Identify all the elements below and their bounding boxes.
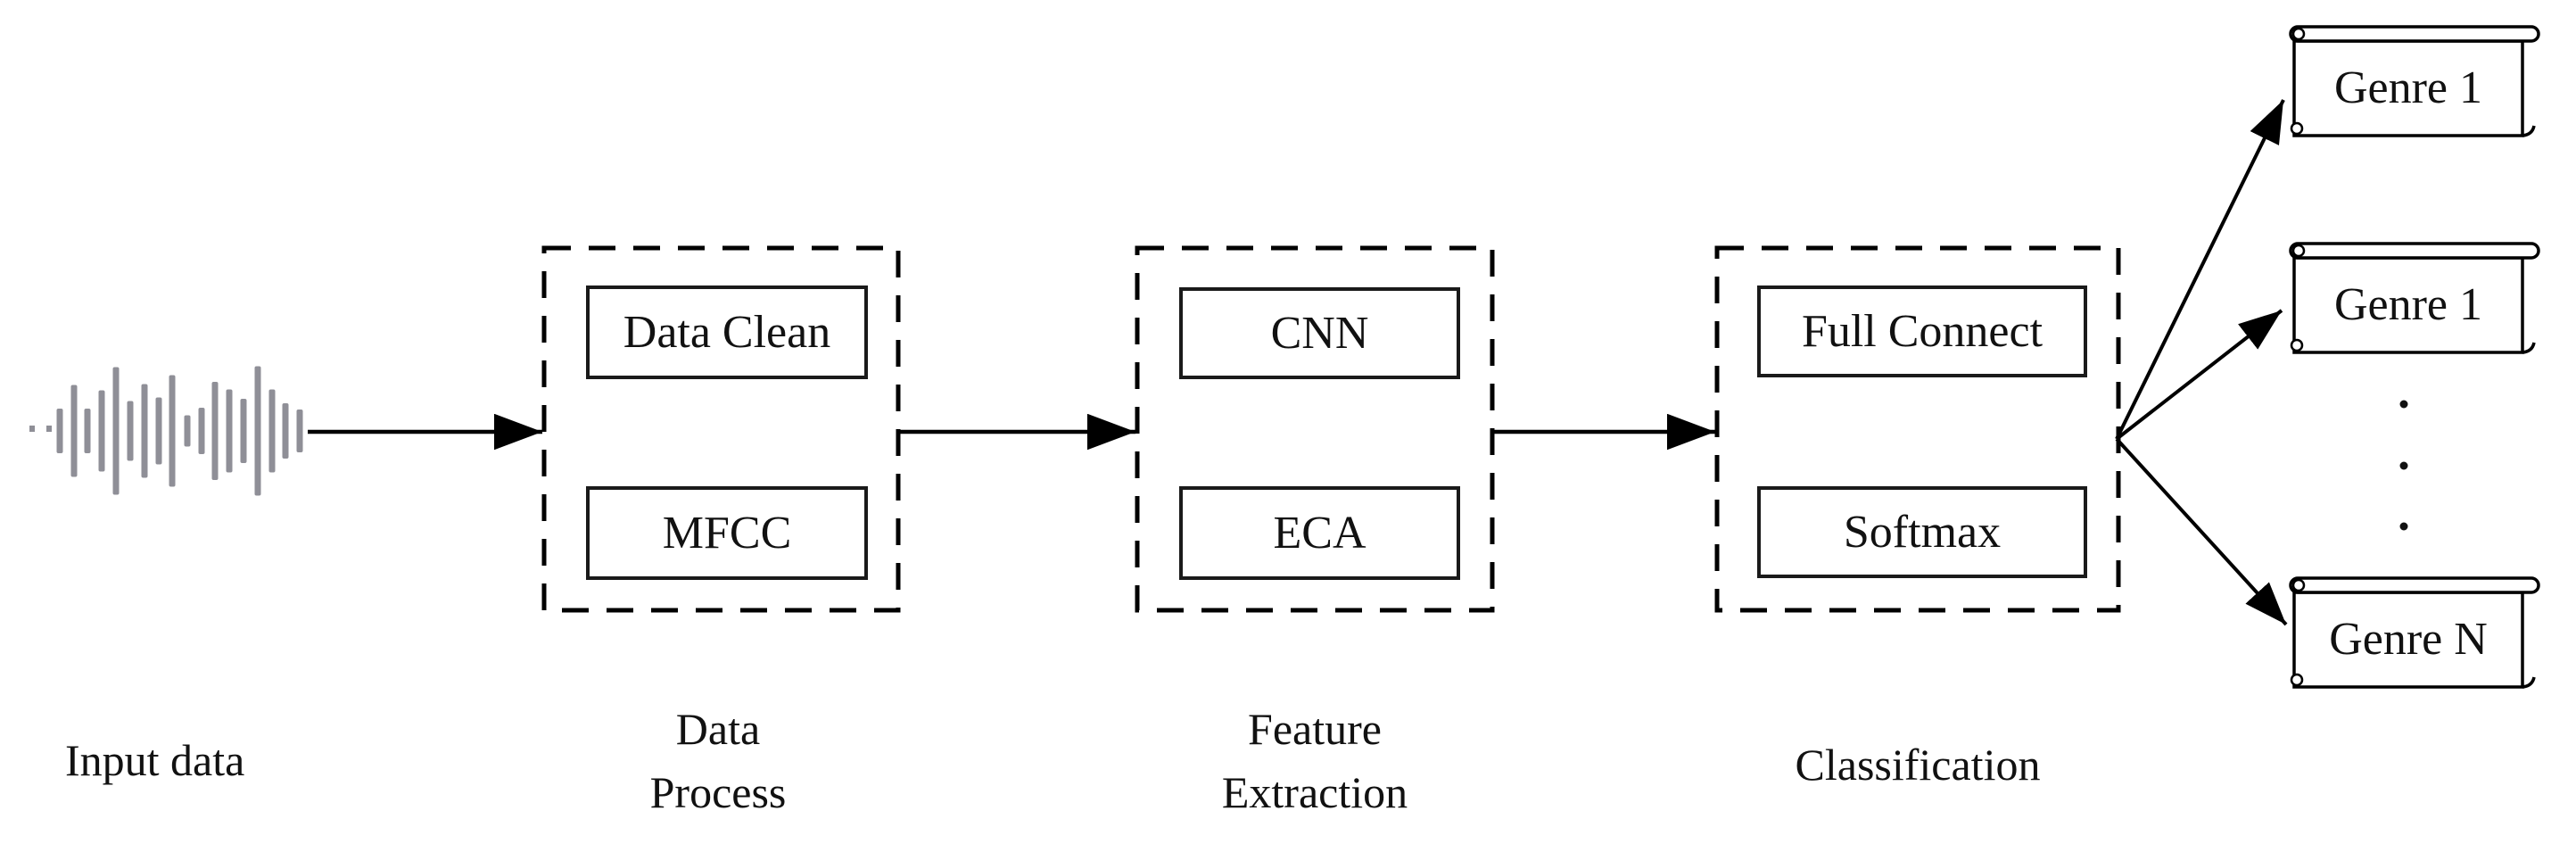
classification-label: Classification bbox=[1795, 740, 2041, 790]
genre-n-label: Genre N bbox=[2329, 614, 2488, 665]
arrow-to-genre-n bbox=[2115, 437, 2288, 626]
classification-container bbox=[1714, 245, 2121, 613]
genre-2-scroll-icon bbox=[2289, 242, 2540, 354]
genre-1-scroll-icon bbox=[2289, 25, 2540, 137]
data-clean-box: Data Clean bbox=[586, 285, 868, 379]
full-connect-box: Full Connect bbox=[1757, 285, 2087, 377]
mfcc-box: MFCC bbox=[586, 486, 868, 580]
softmax-box: Softmax bbox=[1757, 486, 2087, 578]
feature-extraction-label: Feature Extraction bbox=[1221, 704, 1408, 817]
feature-extraction-container bbox=[1135, 245, 1495, 613]
input-data-label: Input data bbox=[65, 735, 245, 785]
arrow-to-genre-1 bbox=[2115, 99, 2285, 440]
genre-1-label: Genre 1 bbox=[2333, 62, 2483, 113]
audio-waveform-icon bbox=[29, 366, 303, 496]
data-process-container bbox=[541, 245, 901, 613]
eca-box: ECA bbox=[1179, 486, 1460, 580]
genre-2-label: Genre 1 bbox=[2333, 279, 2483, 330]
cnn-box: CNN bbox=[1179, 287, 1460, 379]
ellipsis-dots bbox=[2399, 400, 2408, 531]
data-process-label: Data Process bbox=[649, 704, 787, 817]
genre-n-scroll-icon bbox=[2289, 576, 2540, 689]
arrow-to-genre-2 bbox=[2115, 309, 2283, 441]
